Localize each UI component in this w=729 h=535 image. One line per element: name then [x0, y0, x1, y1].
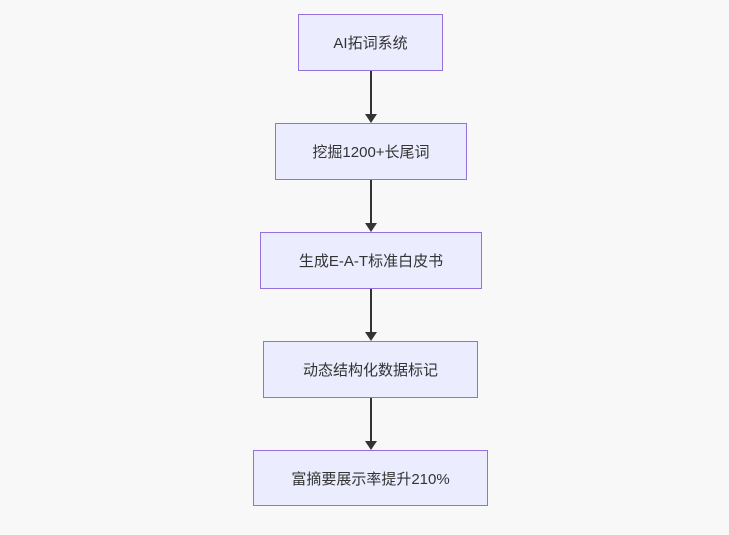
flow-node-structured-data: 动态结构化数据标记 — [263, 341, 478, 398]
arrowhead-down-icon — [364, 441, 377, 450]
flow-node-eat-whitepaper: 生成E-A-T标准白皮书 — [260, 232, 482, 289]
flow-node-ai-word-system: AI拓词系统 — [298, 14, 443, 71]
arrow-down-4 — [364, 398, 377, 450]
arrowhead-down-icon — [364, 332, 377, 341]
arrow-shaft — [369, 180, 372, 223]
arrow-down-1 — [364, 71, 377, 123]
arrow-down-3 — [364, 289, 377, 341]
arrowhead-down-icon — [364, 114, 377, 123]
flow-node-rich-snippet-result: 富摘要展示率提升210% — [253, 450, 488, 506]
arrow-shaft — [369, 398, 372, 441]
arrow-down-2 — [364, 180, 377, 232]
arrowhead-down-icon — [364, 223, 377, 232]
arrow-shaft — [369, 289, 372, 332]
flow-node-longtail-keywords: 挖掘1200+长尾词 — [275, 123, 467, 180]
arrow-shaft — [369, 71, 372, 114]
